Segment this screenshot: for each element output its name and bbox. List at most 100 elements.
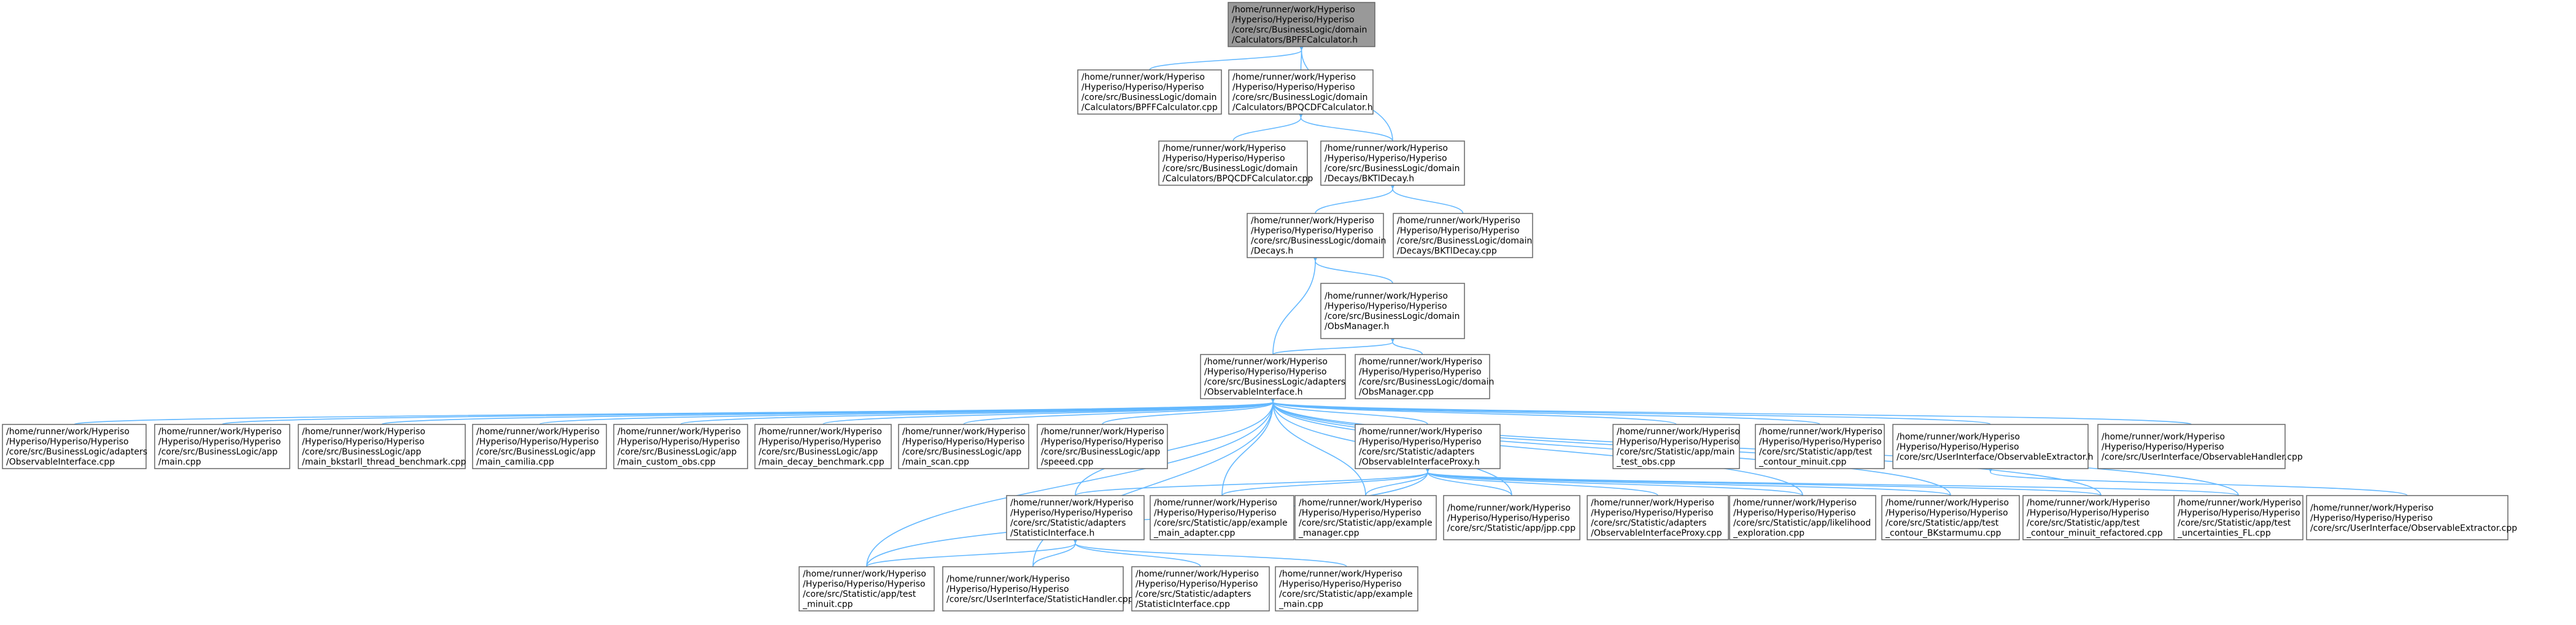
file-node-speeed[interactable]: /home/runner/work/Hyperiso/Hyperiso/Hype… [1037, 424, 1168, 469]
file-node-label-line: /home/runner/work/Hyperiso [302, 427, 425, 437]
file-node-label-line: /Hyperiso/Hyperiso/Hyperiso [1886, 508, 2008, 518]
edge-bktlh-to-decaysh [1315, 182, 1396, 214]
file-node-testuncert[interactable]: /home/runner/work/Hyperiso/Hyperiso/Hype… [2173, 495, 2303, 540]
file-node-likelihood[interactable]: /home/runner/work/Hyperiso/Hyperiso/Hype… [1729, 495, 1876, 540]
file-node-box [1443, 495, 1580, 540]
file-node-label-line: /core/src/BusinessLogic/domain [1081, 93, 1216, 102]
file-node-bpqcdcpp[interactable]: /home/runner/work/Hyperiso/Hyperiso/Hype… [1158, 140, 1313, 186]
file-node-mainscan[interactable]: /home/runner/work/Hyperiso/Hyperiso/Hype… [898, 424, 1029, 469]
file-node-exmain[interactable]: /home/runner/work/Hyperiso/Hyperiso/Hype… [1275, 566, 1418, 612]
file-node-obsmgrcpp[interactable]: /home/runner/work/Hyperiso/Hyperiso/Hype… [1355, 354, 1494, 399]
file-node-label-line: /ObservableInterface.h [1204, 388, 1303, 397]
file-node-bpqcdh[interactable]: /home/runner/work/Hyperiso/Hyperiso/Hype… [1228, 69, 1374, 115]
file-node-label-line: /core/src/Statistic/adapters [1591, 518, 1706, 528]
file-node-obsifcpp[interactable]: /home/runner/work/Hyperiso/Hyperiso/Hype… [2, 424, 147, 469]
file-node-label-line: /core/src/BusinessLogic/domain [1397, 236, 1532, 246]
file-node-label-line: /Hyperiso/Hyperiso/Hyperiso [1359, 437, 1482, 447]
file-node-label-line: /home/runner/work/Hyperiso [476, 427, 600, 437]
file-node-label-line: /core/src/BusinessLogic/domain [1251, 236, 1386, 246]
file-node-label-line: /core/src/Statistic/app/example [1299, 518, 1433, 528]
file-node-obsextcpp[interactable]: /home/runner/work/Hyperiso/Hyperiso/Hype… [2306, 495, 2517, 540]
file-node-maincustom[interactable]: /home/runner/work/Hyperiso/Hyperiso/Hype… [613, 424, 748, 469]
file-node-label-line: /home/runner/work/Hyperiso [1325, 144, 1448, 153]
edge-obsproxyh-to-testminuit [866, 465, 1431, 567]
file-node-box [1228, 2, 1375, 47]
file-node-label-line: /core/src/Statistic/app/test [1886, 518, 1999, 528]
file-node-label-line: /home/runner/work/Hyperiso [946, 574, 1070, 584]
file-node-label-line: /Hyperiso/Hyperiso/Hyperiso [902, 437, 1025, 447]
edge-obsmgrh-to-obsmgrcpp [1389, 335, 1423, 355]
file-node-label-line: /core/src/BusinessLogic/domain [1359, 377, 1494, 387]
file-node-box [1275, 566, 1418, 612]
file-node-label-line: /Hyperiso/Hyperiso/Hyperiso [759, 437, 881, 447]
file-node-jpp[interactable]: /home/runner/work/Hyperiso/Hyperiso/Hype… [1443, 495, 1580, 540]
file-node-label-line: /home/runner/work/Hyperiso [1759, 427, 1882, 437]
file-node-label-line: /speeed.cpp [1041, 458, 1094, 467]
file-node-label-line: /core/src/BusinessLogic/adapters [1204, 377, 1345, 387]
file-node-obshandler[interactable]: /home/runner/work/Hyperiso/Hyperiso/Hype… [2097, 424, 2303, 469]
file-node-label-line: /Hyperiso/Hyperiso/Hyperiso [1617, 437, 1739, 447]
file-node-statifh[interactable]: /home/runner/work/Hyperiso/Hyperiso/Hype… [1006, 495, 1145, 540]
file-node-box [2, 424, 147, 469]
file-node-box [1077, 69, 1222, 115]
file-node-testbk[interactable]: /home/runner/work/Hyperiso/Hyperiso/Hype… [1881, 495, 2020, 540]
file-node-label-line: /Hyperiso/Hyperiso/Hyperiso [1232, 83, 1355, 93]
file-node-label-line: /Calculators/BPQCDFCalculator.cpp [1162, 174, 1313, 184]
file-node-box [1200, 354, 1346, 399]
file-node-label-line: /Hyperiso/Hyperiso/Hyperiso [1135, 580, 1258, 589]
file-node-obsexth[interactable]: /home/runner/work/Hyperiso/Hyperiso/Hype… [1892, 424, 2094, 469]
file-node-box [1228, 69, 1374, 115]
file-node-stathandler[interactable]: /home/runner/work/Hyperiso/Hyperiso/Hype… [942, 566, 1134, 612]
file-node-label-line: /core/src/UserInterface/ObservableHandle… [2102, 452, 2303, 462]
edge-obsmgrh-to-obsifh [1272, 335, 1396, 355]
file-node-maindecay[interactable]: /home/runner/work/Hyperiso/Hyperiso/Hype… [754, 424, 892, 469]
file-node-maincam[interactable]: /home/runner/work/Hyperiso/Hyperiso/Hype… [472, 424, 607, 469]
file-node-label-line: /Hyperiso/Hyperiso/Hyperiso [2178, 508, 2300, 518]
file-node-root[interactable]: /home/runner/work/Hyperiso/Hyperiso/Hype… [1228, 2, 1375, 47]
file-node-maintestobs[interactable]: /home/runner/work/Hyperiso/Hyperiso/Hype… [1612, 424, 1740, 469]
file-node-obsproxyh[interactable]: /home/runner/work/Hyperiso/Hyperiso/Hype… [1355, 424, 1501, 469]
file-node-mainbk[interactable]: /home/runner/work/Hyperiso/Hyperiso/Hype… [298, 424, 466, 469]
file-node-bpffcpp[interactable]: /home/runner/work/Hyperiso/Hyperiso/Hype… [1077, 69, 1222, 115]
file-node-label-line: /home/runner/work/Hyperiso [803, 569, 926, 579]
file-node-exmanager[interactable]: /home/runner/work/Hyperiso/Hyperiso/Hype… [1294, 495, 1437, 540]
file-node-label-line: /Hyperiso/Hyperiso/Hyperiso [1232, 15, 1355, 25]
file-node-obsproxycpp[interactable]: /home/runner/work/Hyperiso/Hyperiso/Hype… [1587, 495, 1729, 540]
file-node-decaysh[interactable]: /home/runner/work/Hyperiso/Hyperiso/Hype… [1247, 213, 1386, 258]
file-node-label-line: /core/src/Statistic/app/test [1759, 447, 1873, 457]
file-node-label-line: _contour_minuit.cpp [1758, 458, 1847, 467]
file-node-testcontour[interactable]: /home/runner/work/Hyperiso/Hyperiso/Hype… [1755, 424, 1885, 469]
file-node-label-line: /home/runner/work/Hyperiso [158, 427, 282, 437]
file-node-box [1131, 566, 1270, 612]
file-node-label-line: /home/runner/work/Hyperiso [1162, 144, 1286, 153]
file-node-box [1150, 495, 1294, 540]
file-node-label-line: /home/runner/work/Hyperiso [1733, 498, 1857, 508]
file-node-maincpp[interactable]: /home/runner/work/Hyperiso/Hyperiso/Hype… [154, 424, 290, 469]
file-node-label-line: /StatisticInterface.h [1010, 529, 1094, 539]
edge-obsifh-to-exmainadapter [1221, 395, 1277, 496]
file-node-bktlcpp[interactable]: /home/runner/work/Hyperiso/Hyperiso/Hype… [1393, 213, 1533, 258]
file-node-label-line: /main_bkstarll_thread_benchmark.cpp [302, 458, 466, 467]
edge-obsifh-to-testminuit [866, 395, 1277, 567]
file-node-obsmgrh[interactable]: /home/runner/work/Hyperiso/Hyperiso/Hype… [1320, 283, 1465, 339]
edge-statifh-to-exmain [1072, 536, 1347, 567]
file-node-exmainadapter[interactable]: /home/runner/work/Hyperiso/Hyperiso/Hype… [1150, 495, 1294, 540]
file-node-box [613, 424, 748, 469]
file-node-label-line: /home/runner/work/Hyperiso [1154, 498, 1277, 508]
file-node-statifcpp[interactable]: /home/runner/work/Hyperiso/Hyperiso/Hype… [1131, 566, 1270, 612]
file-node-box [154, 424, 290, 469]
file-node-box [2097, 424, 2286, 469]
file-node-box [942, 566, 1124, 612]
file-node-label-line: /home/runner/work/Hyperiso [2178, 498, 2301, 508]
file-node-label-line: /core/src/BusinessLogic/app [302, 447, 421, 457]
file-node-label-line: /Hyperiso/Hyperiso/Hyperiso [1325, 154, 1447, 164]
file-node-label-line: /home/runner/work/Hyperiso [1359, 427, 1482, 437]
file-node-label-line: /Hyperiso/Hyperiso/Hyperiso [1359, 367, 1482, 377]
file-node-bktlh[interactable]: /home/runner/work/Hyperiso/Hyperiso/Hype… [1320, 140, 1465, 186]
file-node-label-line: /home/runner/work/Hyperiso [1279, 569, 1402, 579]
file-node-testminuit[interactable]: /home/runner/work/Hyperiso/Hyperiso/Hype… [799, 566, 935, 612]
file-node-label-line: /ObservableInterfaceProxy.cpp [1591, 529, 1722, 539]
file-node-box [1393, 213, 1533, 258]
file-node-testrefactored[interactable]: /home/runner/work/Hyperiso/Hyperiso/Hype… [2022, 495, 2180, 540]
file-node-obsifh[interactable]: /home/runner/work/Hyperiso/Hyperiso/Hype… [1200, 354, 1346, 399]
